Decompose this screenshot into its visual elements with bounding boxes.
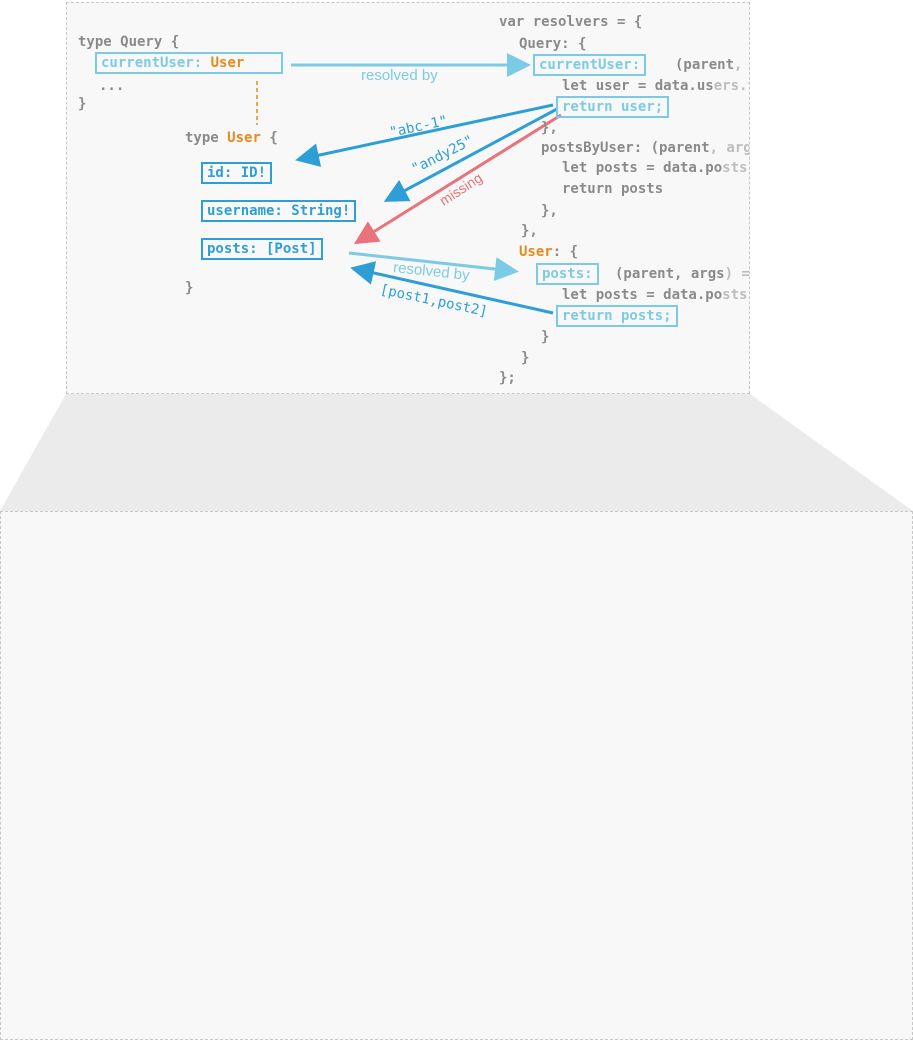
current-user-close: }, [541, 120, 558, 136]
resolved-by-arrow-user [348, 251, 519, 281]
resolvers-close: }; [499, 370, 516, 386]
let-posts-visible: let posts = data.po [562, 160, 723, 176]
posts-field-box[interactable]: posts: [Post] [201, 238, 323, 260]
user-resolver-close: } [521, 350, 530, 366]
let-user-faded: ers.find( u [713, 78, 749, 94]
sig-visible: (parent [675, 57, 735, 73]
sig-faded: , args) => { [734, 57, 743, 73]
current-user-field-box[interactable]: currentUser: User [95, 52, 283, 74]
user-close-brace: } [185, 280, 194, 296]
query-resolver-close: }, [521, 223, 538, 239]
current-user-field-type: User [210, 55, 245, 71]
return-user-box[interactable]: return user; [556, 96, 670, 118]
abc-arrow [295, 103, 554, 167]
posts-by-user-close: }, [541, 203, 558, 219]
posts-resolver-signature: (parent, args) => { [615, 265, 750, 283]
return-posts-box[interactable]: return posts; [556, 305, 678, 327]
resolved-by-label-query: resolved by [361, 67, 438, 84]
let-user-line: let user = data.users.find( u [562, 77, 749, 95]
current-user-resolver-box[interactable]: currentUser: [533, 54, 647, 76]
return-posts-plain: return posts [562, 181, 664, 197]
let-posts-faded: sts.filter( [722, 160, 749, 176]
resolvers-open: var resolvers = { [499, 14, 643, 30]
type-query-line: type Query { [78, 34, 180, 50]
user-resolver-open: : { [552, 244, 579, 260]
posts-by-user-visible: postsByUser: (parent [541, 140, 710, 156]
current-user-signature: (parent, args) => { [675, 56, 749, 74]
user-resolver-key: User [519, 244, 553, 260]
type-user-name: User [227, 130, 261, 146]
user-resolver-line: User: { [519, 243, 578, 261]
diagram-panel-zoomed: type Query { currentUser: User ... } typ… [0, 511, 913, 1040]
let-posts2-faded: sts.f [722, 287, 749, 303]
type-user-open: { [269, 130, 278, 146]
let-user-visible: let user = data.us [562, 78, 714, 94]
post-list-arrow [350, 261, 554, 315]
posts-sig-faded: ) => { [724, 266, 750, 282]
query-ellipsis: ... [99, 78, 125, 94]
let-posts2-line: let posts = data.posts.f [562, 286, 749, 304]
username-field-box[interactable]: username: String! [201, 200, 357, 222]
query-resolver-open: Query: { [519, 36, 587, 52]
id-field-box[interactable]: id: ID! [201, 162, 273, 184]
diagram-scene: type Query { currentUser: User ... } typ… [67, 3, 749, 391]
let-posts-line: let posts = data.posts.filter( [562, 159, 749, 177]
posts-resolver-close: } [541, 329, 550, 345]
type-user-keyword: type [185, 130, 219, 146]
arrow-layer [256, 53, 562, 315]
type-user-line: type User { [185, 129, 278, 147]
andy-arrow [383, 107, 558, 202]
zoom-connector [0, 394, 913, 511]
posts-by-user-faded: , args) => { [709, 140, 749, 156]
missing-arrow [353, 113, 562, 245]
posts-sig-visible: (parent, args [615, 266, 725, 282]
diagram-panel-overview: type Query { currentUser: User ... } typ… [66, 2, 750, 394]
posts-resolver-box[interactable]: posts: [536, 263, 599, 285]
query-close-brace: } [78, 96, 87, 112]
let-posts2-visible: let posts = data.po [562, 287, 723, 303]
current-user-field-name: currentUser: [101, 55, 203, 71]
posts-by-user-line: postsByUser: (parent, args) => { [541, 139, 749, 157]
